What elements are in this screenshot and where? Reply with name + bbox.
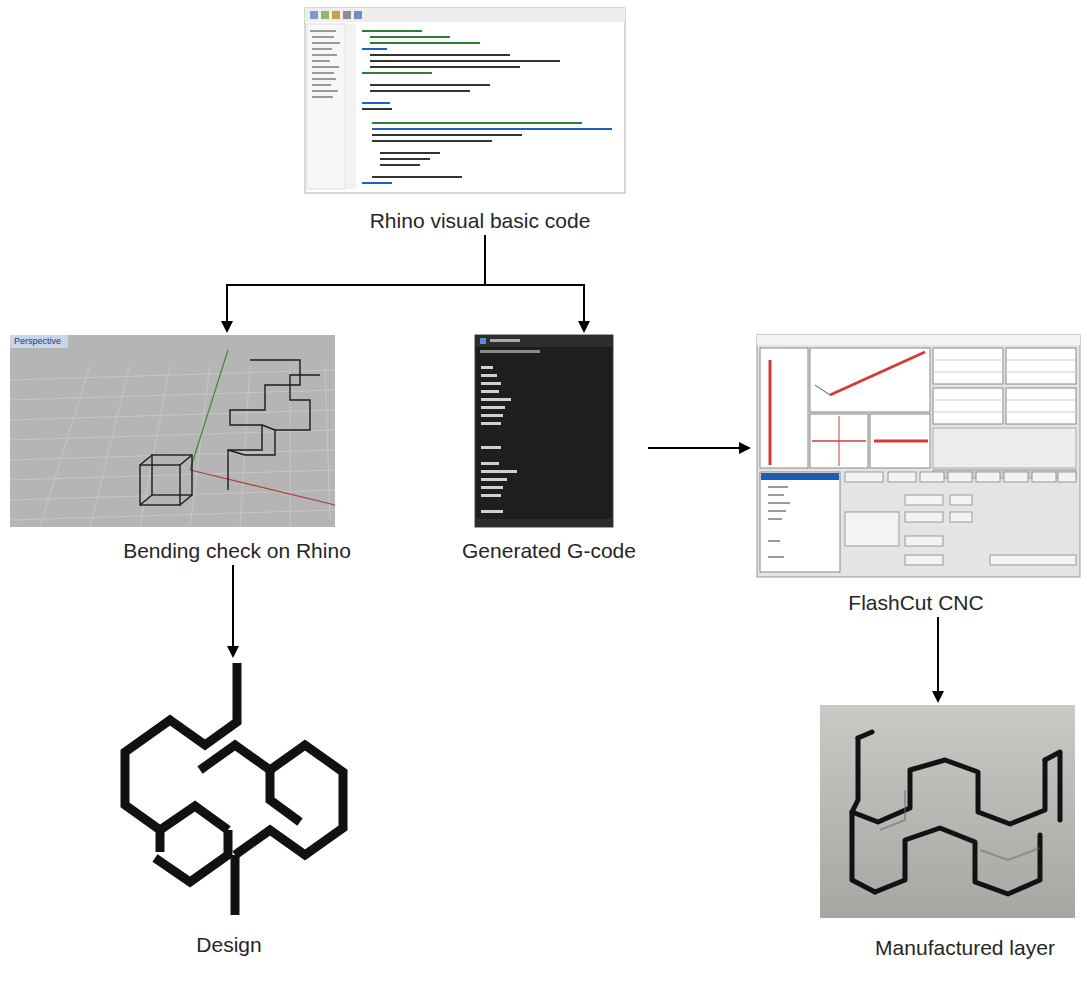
arrow-head	[227, 646, 239, 658]
code-editor-screenshot	[305, 8, 625, 193]
caption: Rhino visual basic code	[296, 208, 664, 233]
caption: Design	[106, 932, 352, 957]
caption: FlashCut CNC	[751, 590, 1081, 615]
connector-line	[485, 235, 584, 321]
connector-line	[937, 617, 939, 691]
connector-line	[648, 447, 739, 449]
image-panel: Rhino visual basic code	[296, 8, 664, 233]
image-panel: FlashCut CNC	[751, 335, 1081, 615]
image-panel: Design	[106, 660, 352, 957]
gcode-window	[475, 335, 613, 527]
arrow-head	[221, 321, 233, 333]
caption: Generated G-code	[450, 538, 648, 563]
wire-design-drawing	[125, 663, 343, 915]
flow-arrow	[221, 235, 485, 333]
viewport-label: Perspective	[12, 336, 63, 347]
viewport-tab	[10, 335, 68, 348]
caption: Bending check on Rhino	[33, 538, 441, 563]
flow-arrow	[648, 442, 751, 454]
image-panel: Generated G-code	[450, 335, 648, 563]
flow-arrow	[227, 565, 239, 658]
caption: Manufactured layer	[851, 935, 1079, 960]
flashcut-window	[757, 335, 1080, 577]
arrow-head	[932, 691, 944, 703]
arrow-head	[578, 321, 590, 333]
flow-arrow	[485, 235, 590, 333]
connector-line	[232, 565, 234, 646]
flow-arrow	[932, 617, 944, 703]
rhino-viewport	[10, 335, 335, 527]
image-panel: Manufactured layer	[851, 705, 1079, 960]
manufactured-layer-photo	[820, 705, 1075, 918]
arrow-head	[739, 442, 751, 454]
connector-line	[227, 235, 485, 321]
image-panel: Bending check on Rhino	[33, 335, 441, 563]
